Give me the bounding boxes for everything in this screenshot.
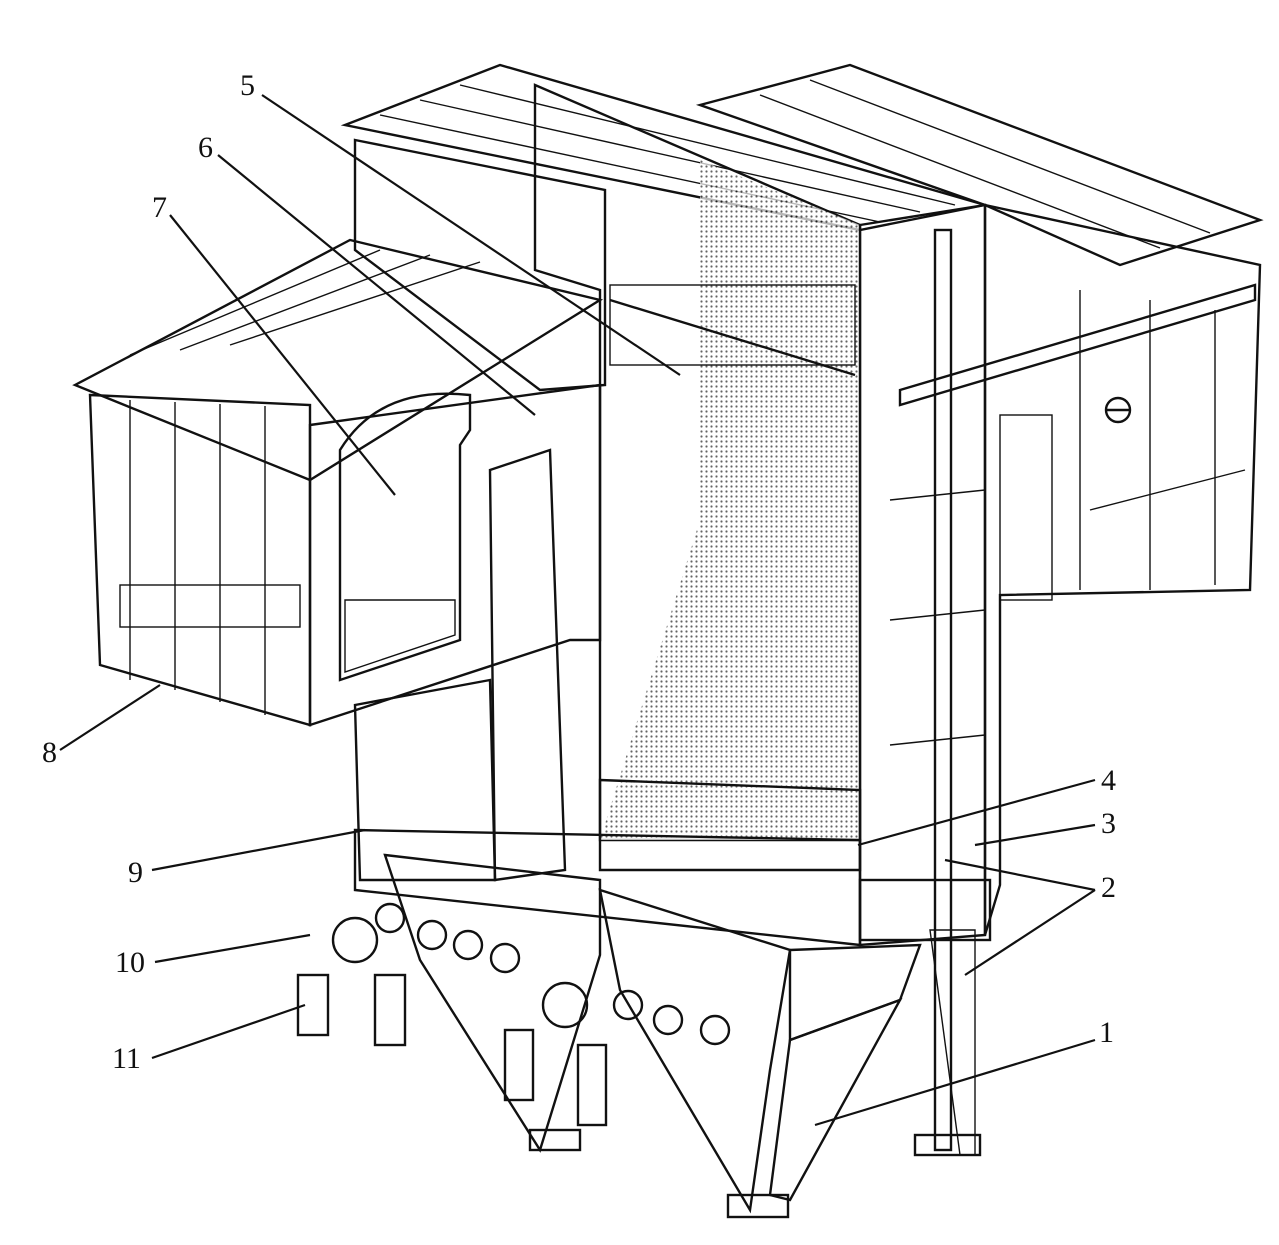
inner-back-wall-texture — [600, 160, 860, 840]
drive-units — [296, 902, 731, 1127]
label-7: 7 — [152, 191, 167, 224]
label-1: 1 — [1099, 1016, 1114, 1049]
leader-11 — [151, 1003, 306, 1060]
leader-8 — [59, 684, 161, 751]
upper-left-casing — [353, 138, 607, 392]
leader-6 — [217, 154, 536, 416]
insulator-row-top — [609, 284, 856, 377]
label-leaders — [59, 94, 1096, 1127]
label-5: 5 — [240, 69, 255, 102]
label-8: 8 — [42, 736, 57, 769]
support-column-right — [913, 228, 982, 1157]
leader-5 — [261, 94, 681, 376]
leader-7 — [169, 214, 396, 496]
left-field-box — [72, 238, 604, 727]
leader-1 — [814, 1038, 1096, 1127]
label-10: 10 — [115, 946, 145, 979]
leader-9 — [151, 828, 366, 872]
leader-3 — [974, 823, 1096, 847]
right-end-wall — [858, 203, 1262, 947]
label-6: 6 — [198, 131, 213, 164]
leader-2a — [944, 858, 1096, 892]
label-2: 2 — [1101, 871, 1116, 904]
label-9: 9 — [128, 856, 143, 889]
rapping-drives — [353, 828, 992, 947]
label-3: 3 — [1101, 807, 1116, 840]
label-11: 11 — [112, 1042, 141, 1075]
inlet-frame — [308, 383, 602, 727]
hoppers — [383, 853, 922, 1219]
leader-2b — [964, 889, 1096, 976]
leader-4 — [857, 778, 1096, 847]
label-4: 4 — [1101, 764, 1116, 797]
leader-10 — [154, 933, 311, 964]
part-labels: 1 2 3 4 5 6 7 8 9 10 11 — [42, 69, 1116, 1075]
